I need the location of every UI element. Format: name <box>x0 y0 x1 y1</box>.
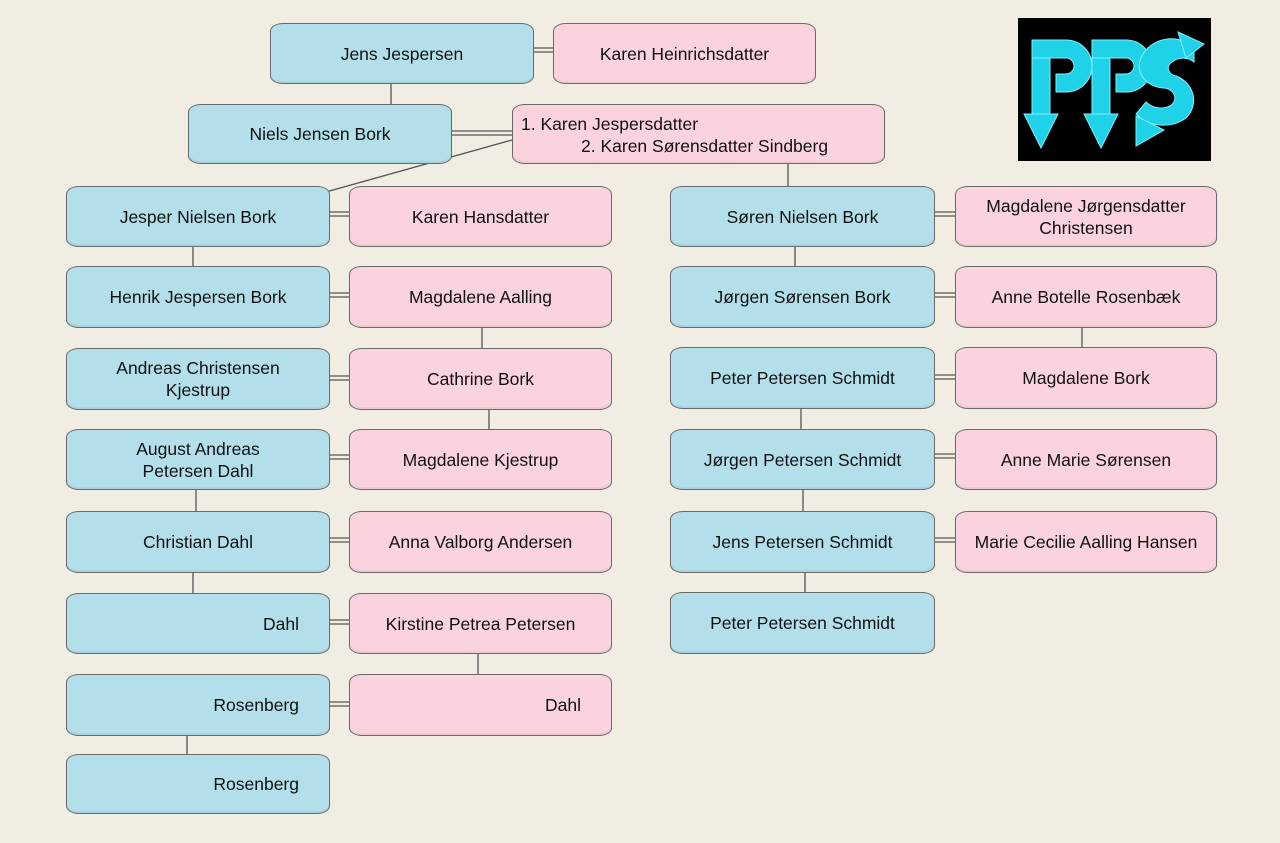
person-box-jens-jespersen: Jens Jespersen <box>270 23 534 84</box>
pps-logo-icon <box>1023 31 1205 150</box>
person-box-right-1-husband: Jørgen Sørensen Bork <box>670 266 935 328</box>
wife-1-label: 1. Karen Jespersdatter <box>521 114 699 134</box>
marriage-line-right-0 <box>935 211 955 217</box>
marriage-line-gen2 <box>452 130 512 136</box>
person-box-niels-jensen-bork: Niels Jensen Bork <box>188 104 452 164</box>
marriage-line-left-2 <box>330 375 349 381</box>
person-box-left-7-husband: Rosenberg <box>66 754 330 814</box>
person-box-left-1-husband: Henrik Jespersen Bork <box>66 266 330 328</box>
person-box-karen-heinrichsdatter: Karen Heinrichsdatter <box>553 23 816 84</box>
person-box-right-0-husband: Søren Nielsen Bork <box>670 186 935 247</box>
marriage-line-left-6 <box>330 701 349 707</box>
marriage-line-right-4 <box>935 537 955 543</box>
marriage-line-right-3 <box>935 453 955 459</box>
marriage-line-left-5 <box>330 619 349 625</box>
marriage-line-right-2 <box>935 374 955 380</box>
person-box-left-4-wife: Anna Valborg Andersen <box>349 511 612 573</box>
marriage-line-left-4 <box>330 537 349 543</box>
person-box-right-4-husband: Jens Petersen Schmidt <box>670 511 935 573</box>
person-box-karen-wives: 1. Karen Jespersdatter 2. Karen Sørensda… <box>512 104 885 164</box>
person-box-right-2-wife: Magdalene Bork <box>955 347 1217 409</box>
person-box-left-0-wife: Karen Hansdatter <box>349 186 612 247</box>
person-box-left-1-wife: Magdalene Aalling <box>349 266 612 328</box>
marriage-line-left-1 <box>330 292 349 298</box>
person-box-left-5-husband: Dahl <box>66 593 330 654</box>
marriage-line-gen1 <box>534 47 553 53</box>
person-box-right-4-wife: Marie Cecilie Aalling Hansen <box>955 511 1217 573</box>
person-box-right-1-wife: Anne Botelle Rosenbæk <box>955 266 1217 328</box>
person-box-left-5-wife: Kirstine Petrea Petersen <box>349 593 612 654</box>
person-box-left-3-wife: Magdalene Kjestrup <box>349 429 612 490</box>
person-box-right-0-wife: Magdalene Jørgensdatter Christensen <box>955 186 1217 247</box>
person-box-left-2-husband: Andreas Christensen Kjestrup <box>66 348 330 410</box>
marriage-line-right-1 <box>935 292 955 298</box>
wife-2-label: 2. Karen Sørensdatter Sindberg <box>581 136 829 156</box>
person-box-left-0-husband: Jesper Nielsen Bork <box>66 186 330 247</box>
person-box-right-5-husband: Peter Petersen Schmidt <box>670 592 935 654</box>
person-box-right-2-husband: Peter Petersen Schmidt <box>670 347 935 409</box>
pps-logo <box>1018 18 1211 161</box>
marriage-line-left-3 <box>330 454 349 460</box>
person-box-left-4-husband: Christian Dahl <box>66 511 330 573</box>
marriage-line-left-0 <box>330 211 349 217</box>
person-box-left-6-husband: Rosenberg <box>66 674 330 736</box>
person-box-right-3-husband: Jørgen Petersen Schmidt <box>670 429 935 490</box>
person-box-left-6-wife: Dahl <box>349 674 612 736</box>
person-box-left-2-wife: Cathrine Bork <box>349 348 612 410</box>
person-box-right-3-wife: Anne Marie Sørensen <box>955 429 1217 490</box>
person-box-left-3-husband: August Andreas Petersen Dahl <box>66 429 330 490</box>
